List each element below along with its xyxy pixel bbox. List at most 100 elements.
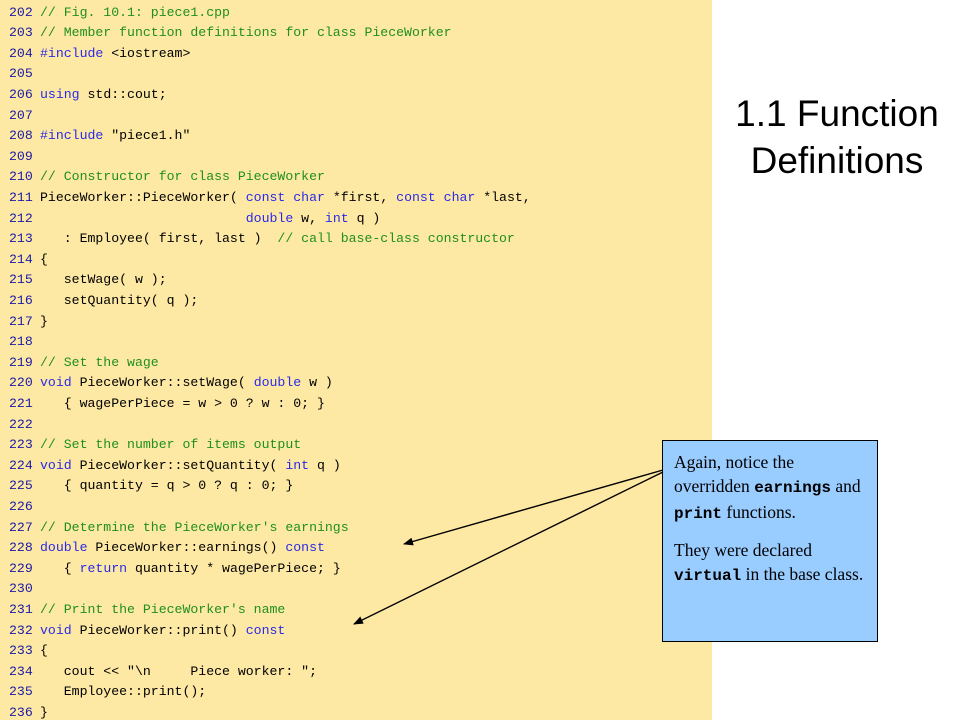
code-line: 222 bbox=[0, 415, 712, 436]
code-line: 215 setWage( w ); bbox=[0, 270, 712, 291]
code-keyword: const bbox=[396, 189, 436, 205]
code-token: { bbox=[40, 560, 80, 576]
code-keyword: int bbox=[285, 457, 310, 473]
code-text: // Constructor for class PieceWorker bbox=[40, 167, 325, 188]
code-line: 231// Print the PieceWorker's name bbox=[0, 600, 712, 621]
callout-paragraph-2: They were declared virtual in the base c… bbox=[674, 538, 867, 588]
code-token: : Employee( first, last ) bbox=[40, 231, 278, 247]
code-token: q ) bbox=[309, 457, 341, 473]
line-number: 221 bbox=[9, 395, 33, 411]
line-number: 227 bbox=[9, 519, 33, 535]
code-keyword: const bbox=[285, 540, 325, 556]
callout-code-print: print bbox=[674, 505, 723, 523]
code-keyword: #include bbox=[40, 45, 104, 61]
code-token: setWage( w ); bbox=[40, 272, 167, 288]
line-number: 205 bbox=[9, 66, 33, 82]
code-text: { quantity = q > 0 ? q : 0; } bbox=[40, 476, 294, 497]
code-token: { bbox=[40, 643, 48, 659]
code-token: w, bbox=[293, 210, 325, 226]
line-number: 229 bbox=[9, 560, 33, 576]
code-text: // Set the number of items output bbox=[40, 435, 301, 456]
code-text: // Print the PieceWorker's name bbox=[40, 600, 285, 621]
code-text: : Employee( first, last ) // call base-c… bbox=[40, 229, 515, 250]
code-token: { quantity = q > 0 ? q : 0; } bbox=[40, 478, 294, 494]
code-token: *first, bbox=[324, 189, 397, 205]
line-number: 208 bbox=[9, 128, 33, 144]
code-line: 217} bbox=[0, 312, 712, 333]
code-comment: // Set the number of items output bbox=[40, 437, 302, 453]
callout-paragraph-1: Again, notice the overridden earnings an… bbox=[674, 450, 867, 526]
code-token: *last, bbox=[475, 189, 531, 205]
code-line: 203// Member function definitions for cl… bbox=[0, 23, 712, 44]
code-text: #include "piece1.h" bbox=[40, 126, 190, 147]
code-text: void PieceWorker::print() const bbox=[40, 621, 285, 642]
code-token: w ) bbox=[301, 375, 333, 391]
code-token: { bbox=[40, 251, 48, 267]
code-token: { wagePerPiece = w > 0 ? w : 0; } bbox=[40, 395, 325, 411]
line-number: 218 bbox=[9, 334, 33, 350]
code-text: } bbox=[40, 703, 48, 720]
code-line: 214{ bbox=[0, 250, 712, 271]
code-text: setWage( w ); bbox=[40, 270, 167, 291]
code-keyword: int bbox=[324, 210, 349, 226]
code-text: // Member function definitions for class… bbox=[40, 23, 452, 44]
line-number: 228 bbox=[9, 540, 33, 556]
code-line: 234 cout << "\n Piece worker: "; bbox=[0, 662, 712, 683]
callout-code-virtual: virtual bbox=[674, 567, 742, 585]
code-line: 204#include <iostream> bbox=[0, 44, 712, 65]
line-number: 223 bbox=[9, 437, 33, 453]
code-text: { bbox=[40, 641, 48, 662]
code-line: 224 void PieceWorker::setQuantity( int q … bbox=[0, 456, 712, 477]
code-text: // Set the wage bbox=[40, 353, 159, 374]
code-line: 223 // Set the number of items output bbox=[0, 435, 712, 456]
line-number: 222 bbox=[9, 416, 33, 432]
code-line: 219 // Set the wage bbox=[0, 353, 712, 374]
line-number: 212 bbox=[9, 210, 33, 226]
callout-text: They were declared bbox=[674, 540, 812, 560]
code-line: 216 setQuantity( q ); bbox=[0, 291, 712, 312]
code-token: PieceWorker::PieceWorker( bbox=[40, 189, 246, 205]
line-number: 234 bbox=[9, 663, 33, 679]
code-line: 205 bbox=[0, 64, 712, 85]
code-token: cout << "\n Piece worker: "; bbox=[40, 663, 317, 679]
slide-title-line-2: Definitions bbox=[750, 140, 924, 181]
code-line: 227 // Determine the PieceWorker's earnin… bbox=[0, 518, 712, 539]
code-text: // Determine the PieceWorker's earnings bbox=[40, 518, 349, 539]
callout-text: and bbox=[831, 476, 861, 496]
line-number: 215 bbox=[9, 272, 33, 288]
code-keyword: #include bbox=[40, 128, 104, 144]
code-text: Employee::print(); bbox=[40, 682, 206, 703]
code-text: cout << "\n Piece worker: "; bbox=[40, 662, 317, 683]
line-number: 235 bbox=[9, 684, 33, 700]
code-line: 235 Employee::print(); bbox=[0, 682, 712, 703]
code-token: } bbox=[40, 704, 48, 720]
code-comment: // Set the wage bbox=[40, 354, 159, 370]
slide-title-line-1: 1.1 Function bbox=[735, 93, 939, 134]
line-number: 217 bbox=[9, 313, 33, 329]
code-token bbox=[40, 211, 246, 226]
code-text: void PieceWorker::setQuantity( int q ) bbox=[40, 456, 341, 477]
line-number: 204 bbox=[9, 45, 33, 61]
callout-text: Again, notice the overridden bbox=[674, 452, 795, 496]
code-keyword: double bbox=[253, 375, 302, 391]
code-token: PieceWorker::print() bbox=[71, 622, 246, 638]
code-text: double PieceWorker::earnings() const bbox=[40, 538, 325, 559]
code-token: quantity * wagePerPiece; } bbox=[127, 560, 341, 576]
line-number: 224 bbox=[9, 457, 33, 473]
code-keyword: void bbox=[40, 375, 72, 391]
code-text: { bbox=[40, 250, 48, 271]
code-text: } bbox=[40, 312, 48, 333]
line-number: 213 bbox=[9, 231, 33, 247]
code-line: 209 bbox=[0, 147, 712, 168]
code-token: std::cout; bbox=[79, 86, 167, 102]
code-keyword: char bbox=[443, 189, 476, 205]
code-line: 228 double PieceWorker::earnings() const bbox=[0, 538, 712, 559]
code-keyword: void bbox=[40, 457, 72, 473]
code-text: void PieceWorker::setWage( double w ) bbox=[40, 373, 333, 394]
code-text: setQuantity( q ); bbox=[40, 291, 199, 312]
line-number: 219 bbox=[9, 354, 33, 370]
callout-box: Again, notice the overridden earnings an… bbox=[662, 440, 878, 642]
code-line: 213 : Employee( first, last ) // call ba… bbox=[0, 229, 712, 250]
